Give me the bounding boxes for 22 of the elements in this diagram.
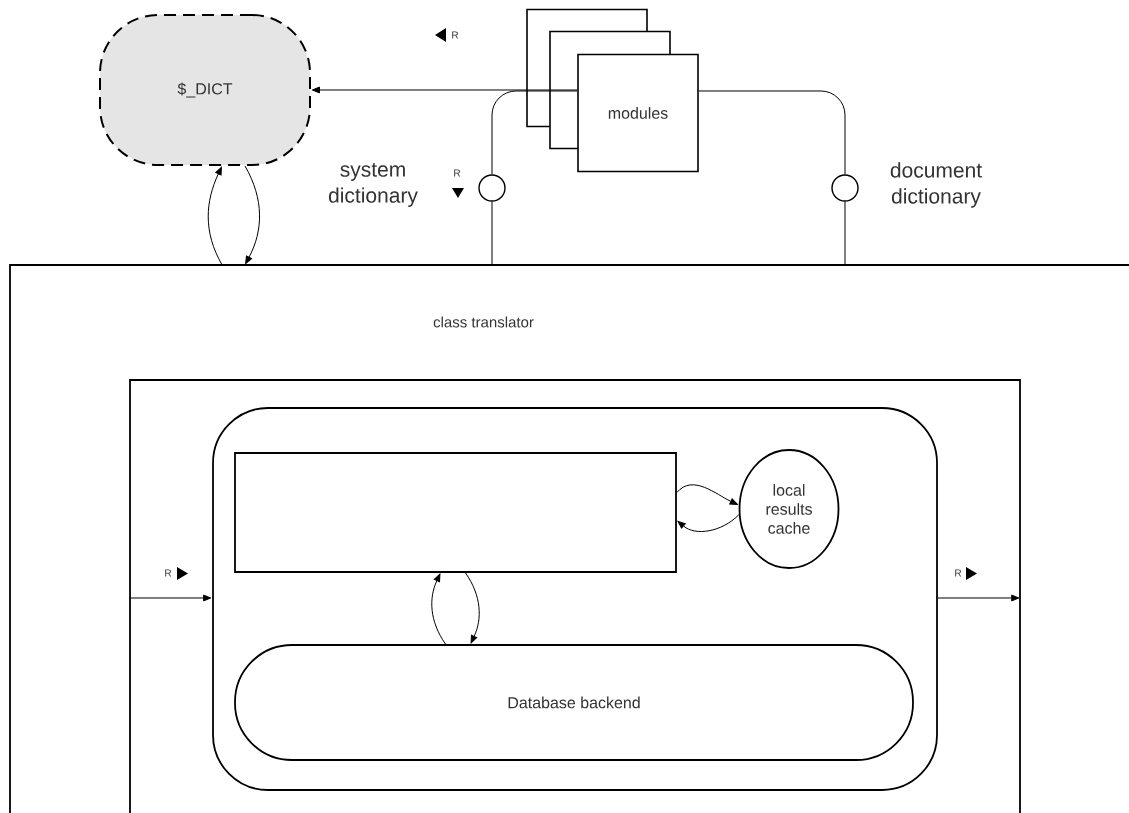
rounded-box: Database backend <box>234 644 914 761</box>
text-label: system dictionary <box>328 163 418 207</box>
arrow <box>311 86 578 94</box>
interface-circle <box>478 174 506 202</box>
direction-label: R <box>452 31 459 39</box>
arrow <box>677 514 740 532</box>
module-stack: modules <box>526 8 699 173</box>
arrow <box>129 594 212 602</box>
arrow <box>676 484 738 505</box>
direction-label: R <box>165 569 172 577</box>
process-box <box>234 452 677 573</box>
text-label: document dictionary <box>890 162 982 208</box>
interface-circle <box>831 174 859 202</box>
container-box <box>129 379 1021 813</box>
direction-label: R <box>454 169 461 177</box>
arrow <box>431 573 446 645</box>
direction-label: R <box>955 569 962 577</box>
arrow <box>465 572 480 644</box>
arrow <box>244 165 261 265</box>
arrow <box>207 166 223 266</box>
arrow <box>937 594 1020 602</box>
rounded-box <box>212 407 938 791</box>
